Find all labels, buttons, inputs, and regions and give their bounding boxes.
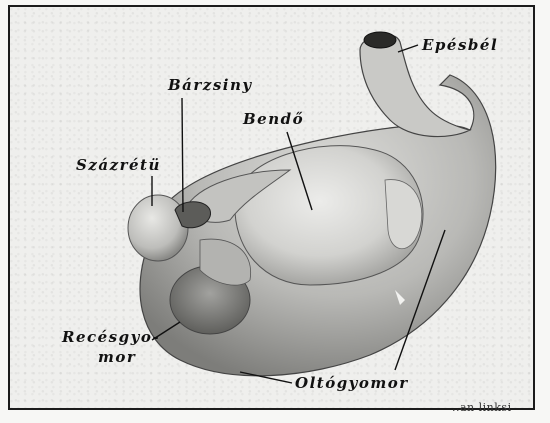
label-bendo: Bendő xyxy=(243,112,304,127)
label-recesgyomor-line2: mor xyxy=(98,350,136,365)
label-barzsiny: Bárzsiny xyxy=(168,78,253,93)
figure-caption: ..an linksi xyxy=(452,401,512,414)
label-oltogyomor: Oltógyomor xyxy=(295,376,409,391)
pointer-barzsiny xyxy=(182,98,183,212)
label-epesbel: Epésbél xyxy=(422,38,498,53)
label-recesgyomor-line1: Recésgyo- xyxy=(62,330,160,345)
omasum-ball xyxy=(128,195,188,261)
duodenum-opening xyxy=(364,32,396,48)
label-szazretu: Százrétü xyxy=(76,158,161,173)
